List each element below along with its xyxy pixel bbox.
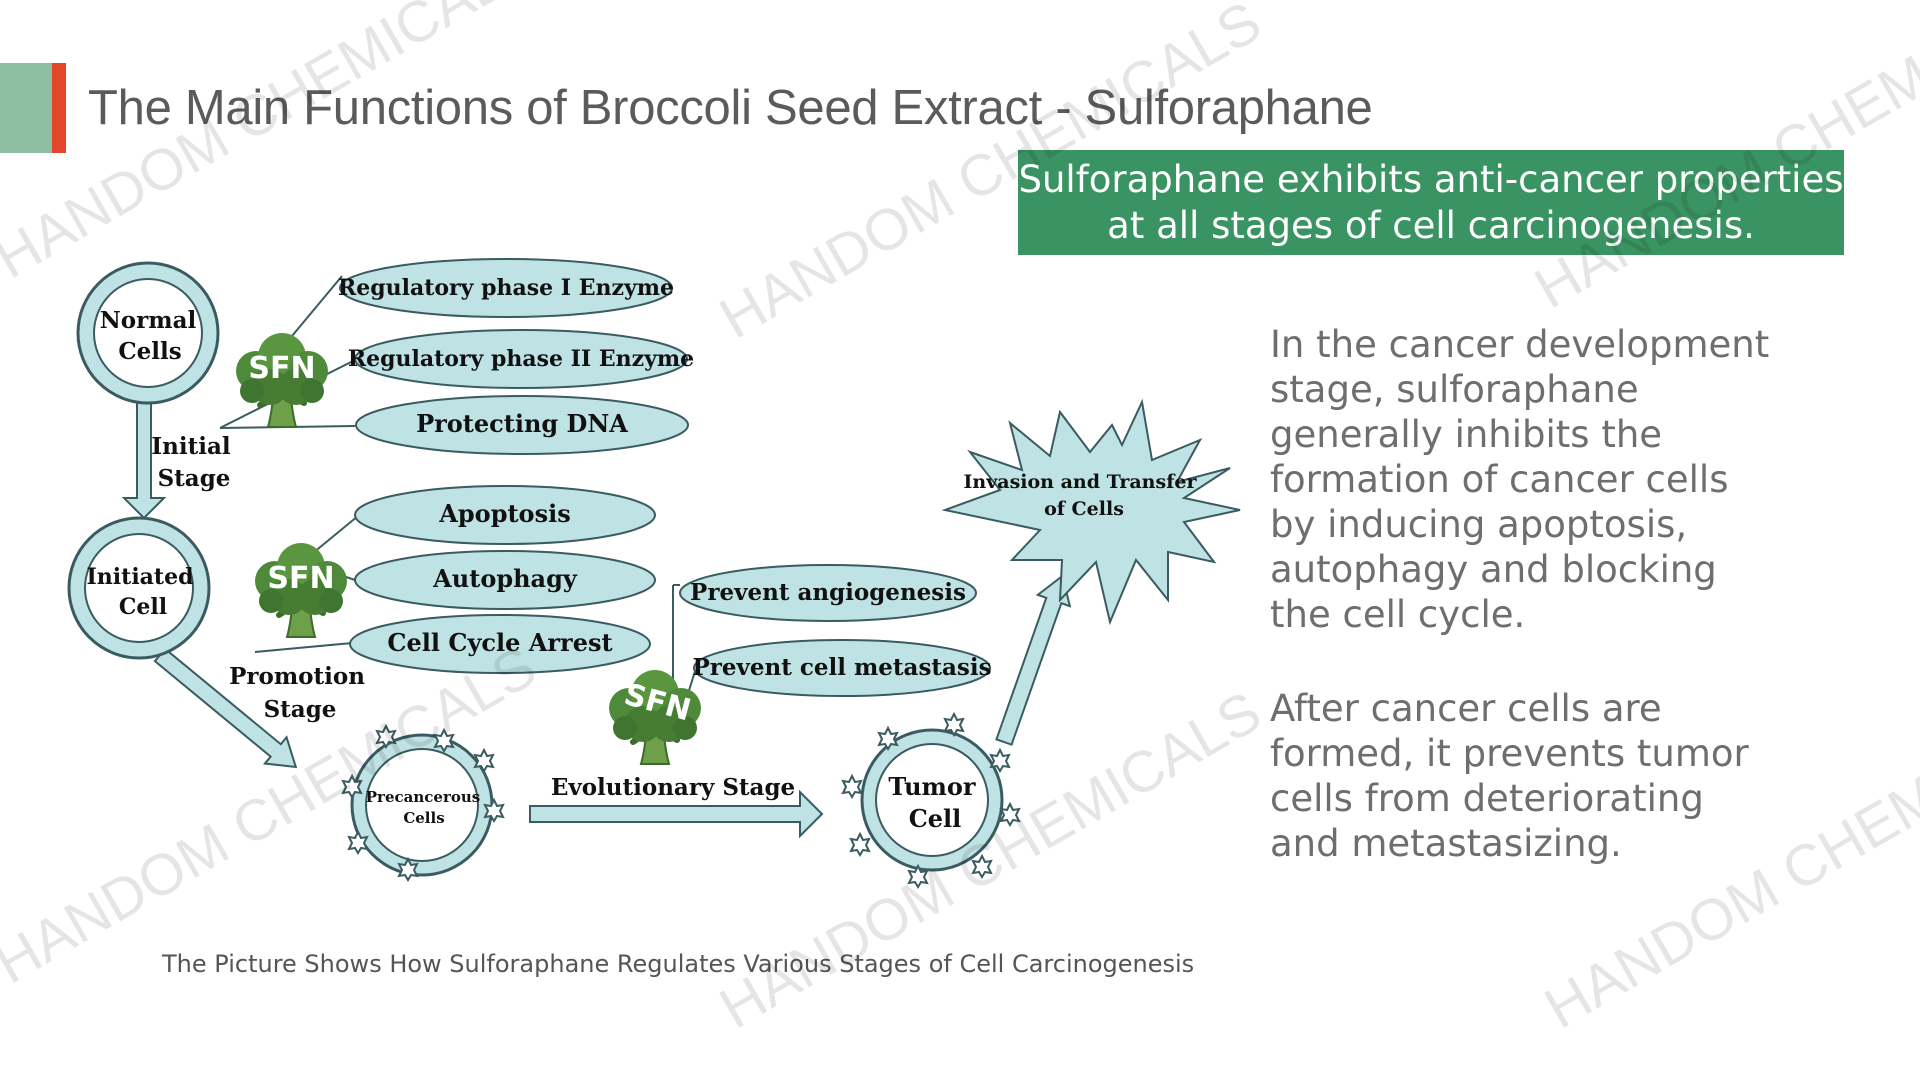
function-autophagy: Autophagy <box>354 550 656 610</box>
function-cell-cycle: Cell Cycle Arrest <box>349 614 651 674</box>
sfn-broccoli-icon-3: SFN <box>609 670 701 764</box>
function-phase2-label: Regulatory phase II Enzyme <box>348 346 694 372</box>
function-angiogenesis-label: Prevent angiogenesis <box>690 579 966 606</box>
tumor-cell-label-2: Cell <box>909 804 962 833</box>
precancerous-cells-node: Precancerous Cells <box>342 725 504 881</box>
callout-line-1: Sulforaphane exhibits anti-cancer proper… <box>1018 157 1844 201</box>
function-dna: Protecting DNA <box>355 395 689 455</box>
function-angiogenesis: Prevent angiogenesis <box>679 564 977 622</box>
function-apoptosis: Apoptosis <box>354 485 656 545</box>
tumor-cell-node: Tumor Cell <box>842 713 1020 888</box>
callout-line-2: at all stages of cell carcinogenesis. <box>1107 203 1755 247</box>
normal-cells-node: Normal Cells <box>76 261 220 405</box>
development-stage-text: In the cancer development stage, sulfora… <box>1270 323 1770 636</box>
normal-cells-label-1: Normal <box>100 307 197 334</box>
accent-block <box>0 63 52 153</box>
sfn-label-1: SFN <box>248 351 315 386</box>
sfn-broccoli-icon-2: SFN <box>255 543 347 637</box>
function-phase2: Regulatory phase II Enzyme <box>348 329 694 389</box>
initial-stage-label-2: Stage <box>158 465 231 492</box>
promotion-stage-arrow <box>153 647 298 769</box>
function-autophagy-label: Autophagy <box>432 564 578 593</box>
function-apoptosis-label: Apoptosis <box>438 499 570 528</box>
initiated-cell-node: Initiated Cell <box>67 516 211 660</box>
function-phase1-label: Regulatory phase I Enzyme <box>338 275 674 301</box>
precancerous-cells-label-1: Precancerous <box>366 788 480 806</box>
precancerous-cells-label-2: Cells <box>403 809 444 827</box>
function-metastasis-label: Prevent cell metastasis <box>692 654 991 681</box>
sfn-broccoli-icon-1: SFN <box>236 333 328 427</box>
invasion-burst: Invasion and Transfer of Cells <box>941 398 1241 626</box>
evolutionary-stage-label: Evolutionary Stage <box>551 774 795 801</box>
invasion-label-2: of Cells <box>1044 498 1124 520</box>
promotion-stage-label-1: Promotion <box>229 663 365 690</box>
initiated-cell-label-1: Initiated <box>87 564 194 590</box>
function-cell-cycle-label: Cell Cycle Arrest <box>387 628 612 657</box>
function-metastasis: Prevent cell metastasis <box>692 639 992 697</box>
after-formation-text: After cancer cells are formed, it preven… <box>1270 687 1749 865</box>
evolutionary-stage-arrow <box>529 789 824 839</box>
tumor-cell-label-1: Tumor <box>888 772 976 801</box>
function-phase1: Regulatory phase I Enzyme <box>338 258 674 318</box>
initiated-cell-label-2: Cell <box>119 594 167 620</box>
sfn-label-2: SFN <box>267 561 334 596</box>
diagram-caption: The Picture Shows How Sulforaphane Regul… <box>162 950 1195 978</box>
invasion-arrow <box>995 574 1072 746</box>
callout-box: Sulforaphane exhibits anti-cancer proper… <box>1018 150 1844 255</box>
initial-stage-arrow <box>121 399 167 520</box>
promotion-stage-label-2: Stage <box>264 696 337 723</box>
page-title: The Main Functions of Broccoli Seed Extr… <box>88 81 1373 135</box>
initial-stage-label-1: Initial <box>151 433 230 460</box>
function-dna-label: Protecting DNA <box>416 409 628 438</box>
normal-cells-label-2: Cells <box>118 338 181 365</box>
accent-bar <box>52 63 66 153</box>
invasion-label-1: Invasion and Transfer <box>964 471 1198 493</box>
